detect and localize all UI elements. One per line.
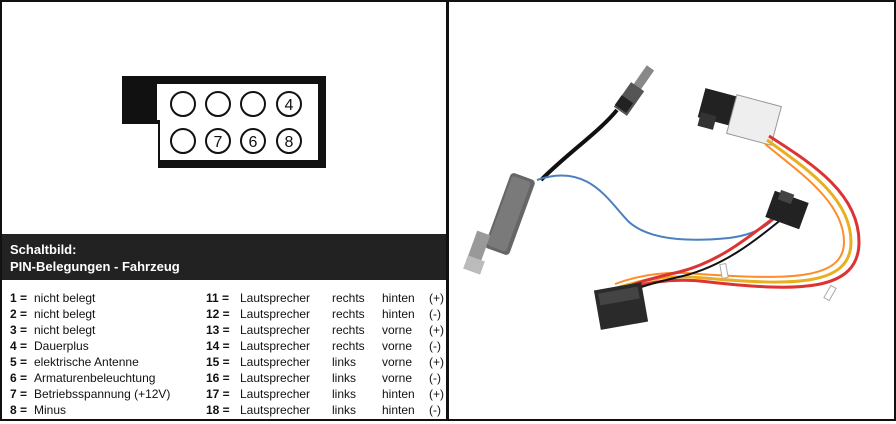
cable-tie	[823, 284, 837, 302]
speaker-polarity: (+)	[429, 291, 444, 305]
connector-key-edge	[122, 120, 160, 124]
pin-description: elektrische Antenne	[34, 355, 139, 369]
connector-pin-label: 6	[249, 134, 258, 151]
pin-description: Lautsprecher	[240, 355, 311, 369]
panel-divider	[446, 0, 449, 421]
speaker-position: hinten	[382, 387, 415, 401]
pin-description: Dauerplus	[34, 339, 89, 353]
connector-pin	[170, 128, 196, 154]
pin-description: Lautsprecher	[240, 307, 311, 321]
speaker-position: vorne	[382, 371, 413, 385]
adapter-cable-photo	[463, 65, 861, 330]
pin-description: nicht belegt	[34, 323, 96, 337]
pin-description: Betriebsspannung (+12V)	[34, 387, 171, 401]
iso-connector-top	[697, 88, 783, 146]
pin-number: 7 =	[10, 387, 28, 401]
cable-tie	[719, 263, 729, 279]
pin-number: 16 =	[206, 371, 230, 385]
pin-description: Lautsprecher	[240, 291, 311, 305]
speaker-polarity: (-)	[429, 339, 441, 353]
speaker-side: links	[332, 355, 357, 369]
pin-description: Lautsprecher	[240, 339, 311, 353]
pin-number: 4 =	[10, 339, 28, 353]
pin-description: Armaturenbeleuchtung	[34, 371, 156, 385]
harness-wires	[614, 134, 861, 299]
pin-description: Lautsprecher	[240, 323, 311, 337]
caption-subtitle: PIN-Belegungen - Fahrzeug	[10, 259, 180, 274]
speaker-position: hinten	[382, 291, 415, 305]
connector-pin	[276, 91, 302, 117]
pin-legend: 1 = nicht belegt 2 = nicht belegt 3 = nicht b…	[2, 284, 446, 419]
connector-key-notch	[122, 124, 158, 168]
pin-number: 8 =	[10, 403, 28, 417]
speaker-position: vorne	[382, 323, 413, 337]
pin-description: Minus	[34, 403, 67, 417]
pin-description: nicht belegt	[34, 307, 96, 321]
pin-description: Lautsprecher	[240, 371, 311, 385]
speaker-polarity: (+)	[429, 323, 444, 337]
antenna-plug	[613, 65, 655, 116]
speaker-side: rechts	[332, 307, 365, 321]
speaker-polarity: (-)	[429, 307, 441, 321]
iso-connector-bottom	[593, 282, 649, 330]
adapter-photo-panel	[449, 2, 894, 419]
connector-pin	[205, 91, 231, 117]
pin-number: 13 =	[206, 323, 230, 337]
connector-pin	[240, 91, 266, 117]
speaker-polarity: (-)	[429, 403, 441, 417]
speaker-polarity: (+)	[429, 387, 444, 401]
connector-pin	[170, 91, 196, 117]
pin-number: 1 =	[10, 291, 28, 305]
pinout-panel: 4 7 6 8 Schaltbild: PIN-Belegungen - Fahrz…	[2, 2, 446, 419]
speaker-side: links	[332, 387, 357, 401]
speaker-position: hinten	[382, 307, 415, 321]
connector-pin-label: 7	[214, 134, 223, 151]
connector-pin	[240, 128, 266, 154]
speaker-position: vorne	[382, 339, 413, 353]
speaker-side: links	[332, 403, 357, 417]
connector-pin	[205, 128, 231, 154]
caption-bar: Schaltbild: PIN-Belegungen - Fahrzeug	[2, 234, 446, 280]
small-connector-mid	[765, 189, 809, 230]
connector-pin-label: 4	[285, 97, 294, 114]
pin-number: 5 =	[10, 355, 28, 369]
pin-number: 17 =	[206, 387, 230, 401]
pin-number: 11 =	[206, 291, 230, 305]
speaker-position: vorne	[382, 355, 413, 369]
connector-diagram: 4 7 6 8	[122, 76, 326, 168]
speaker-side: rechts	[332, 323, 365, 337]
speaker-side: links	[332, 371, 357, 385]
pin-number: 14 =	[206, 339, 230, 353]
pin-number: 3 =	[10, 323, 28, 337]
pin-number: 6 =	[10, 371, 28, 385]
speaker-position: hinten	[382, 403, 415, 417]
speaker-side: rechts	[332, 291, 365, 305]
speaker-polarity: (-)	[429, 371, 441, 385]
pin-number: 2 =	[10, 307, 28, 321]
speaker-side: rechts	[332, 339, 365, 353]
pin-description: Lautsprecher	[240, 387, 311, 401]
antenna-cable	[539, 108, 619, 182]
connector-pin-label: 8	[285, 134, 294, 151]
antenna-adapter-body	[463, 173, 535, 275]
pin-description: Lautsprecher	[240, 403, 311, 417]
pin-description: nicht belegt	[34, 291, 96, 305]
pin-number: 12 =	[206, 307, 230, 321]
connector-pin	[276, 128, 302, 154]
blue-wire	[536, 174, 780, 241]
speaker-polarity: (+)	[429, 355, 444, 369]
caption-title: Schaltbild:	[10, 242, 77, 257]
pin-number: 18 =	[206, 403, 230, 417]
pin-number: 15 =	[206, 355, 230, 369]
